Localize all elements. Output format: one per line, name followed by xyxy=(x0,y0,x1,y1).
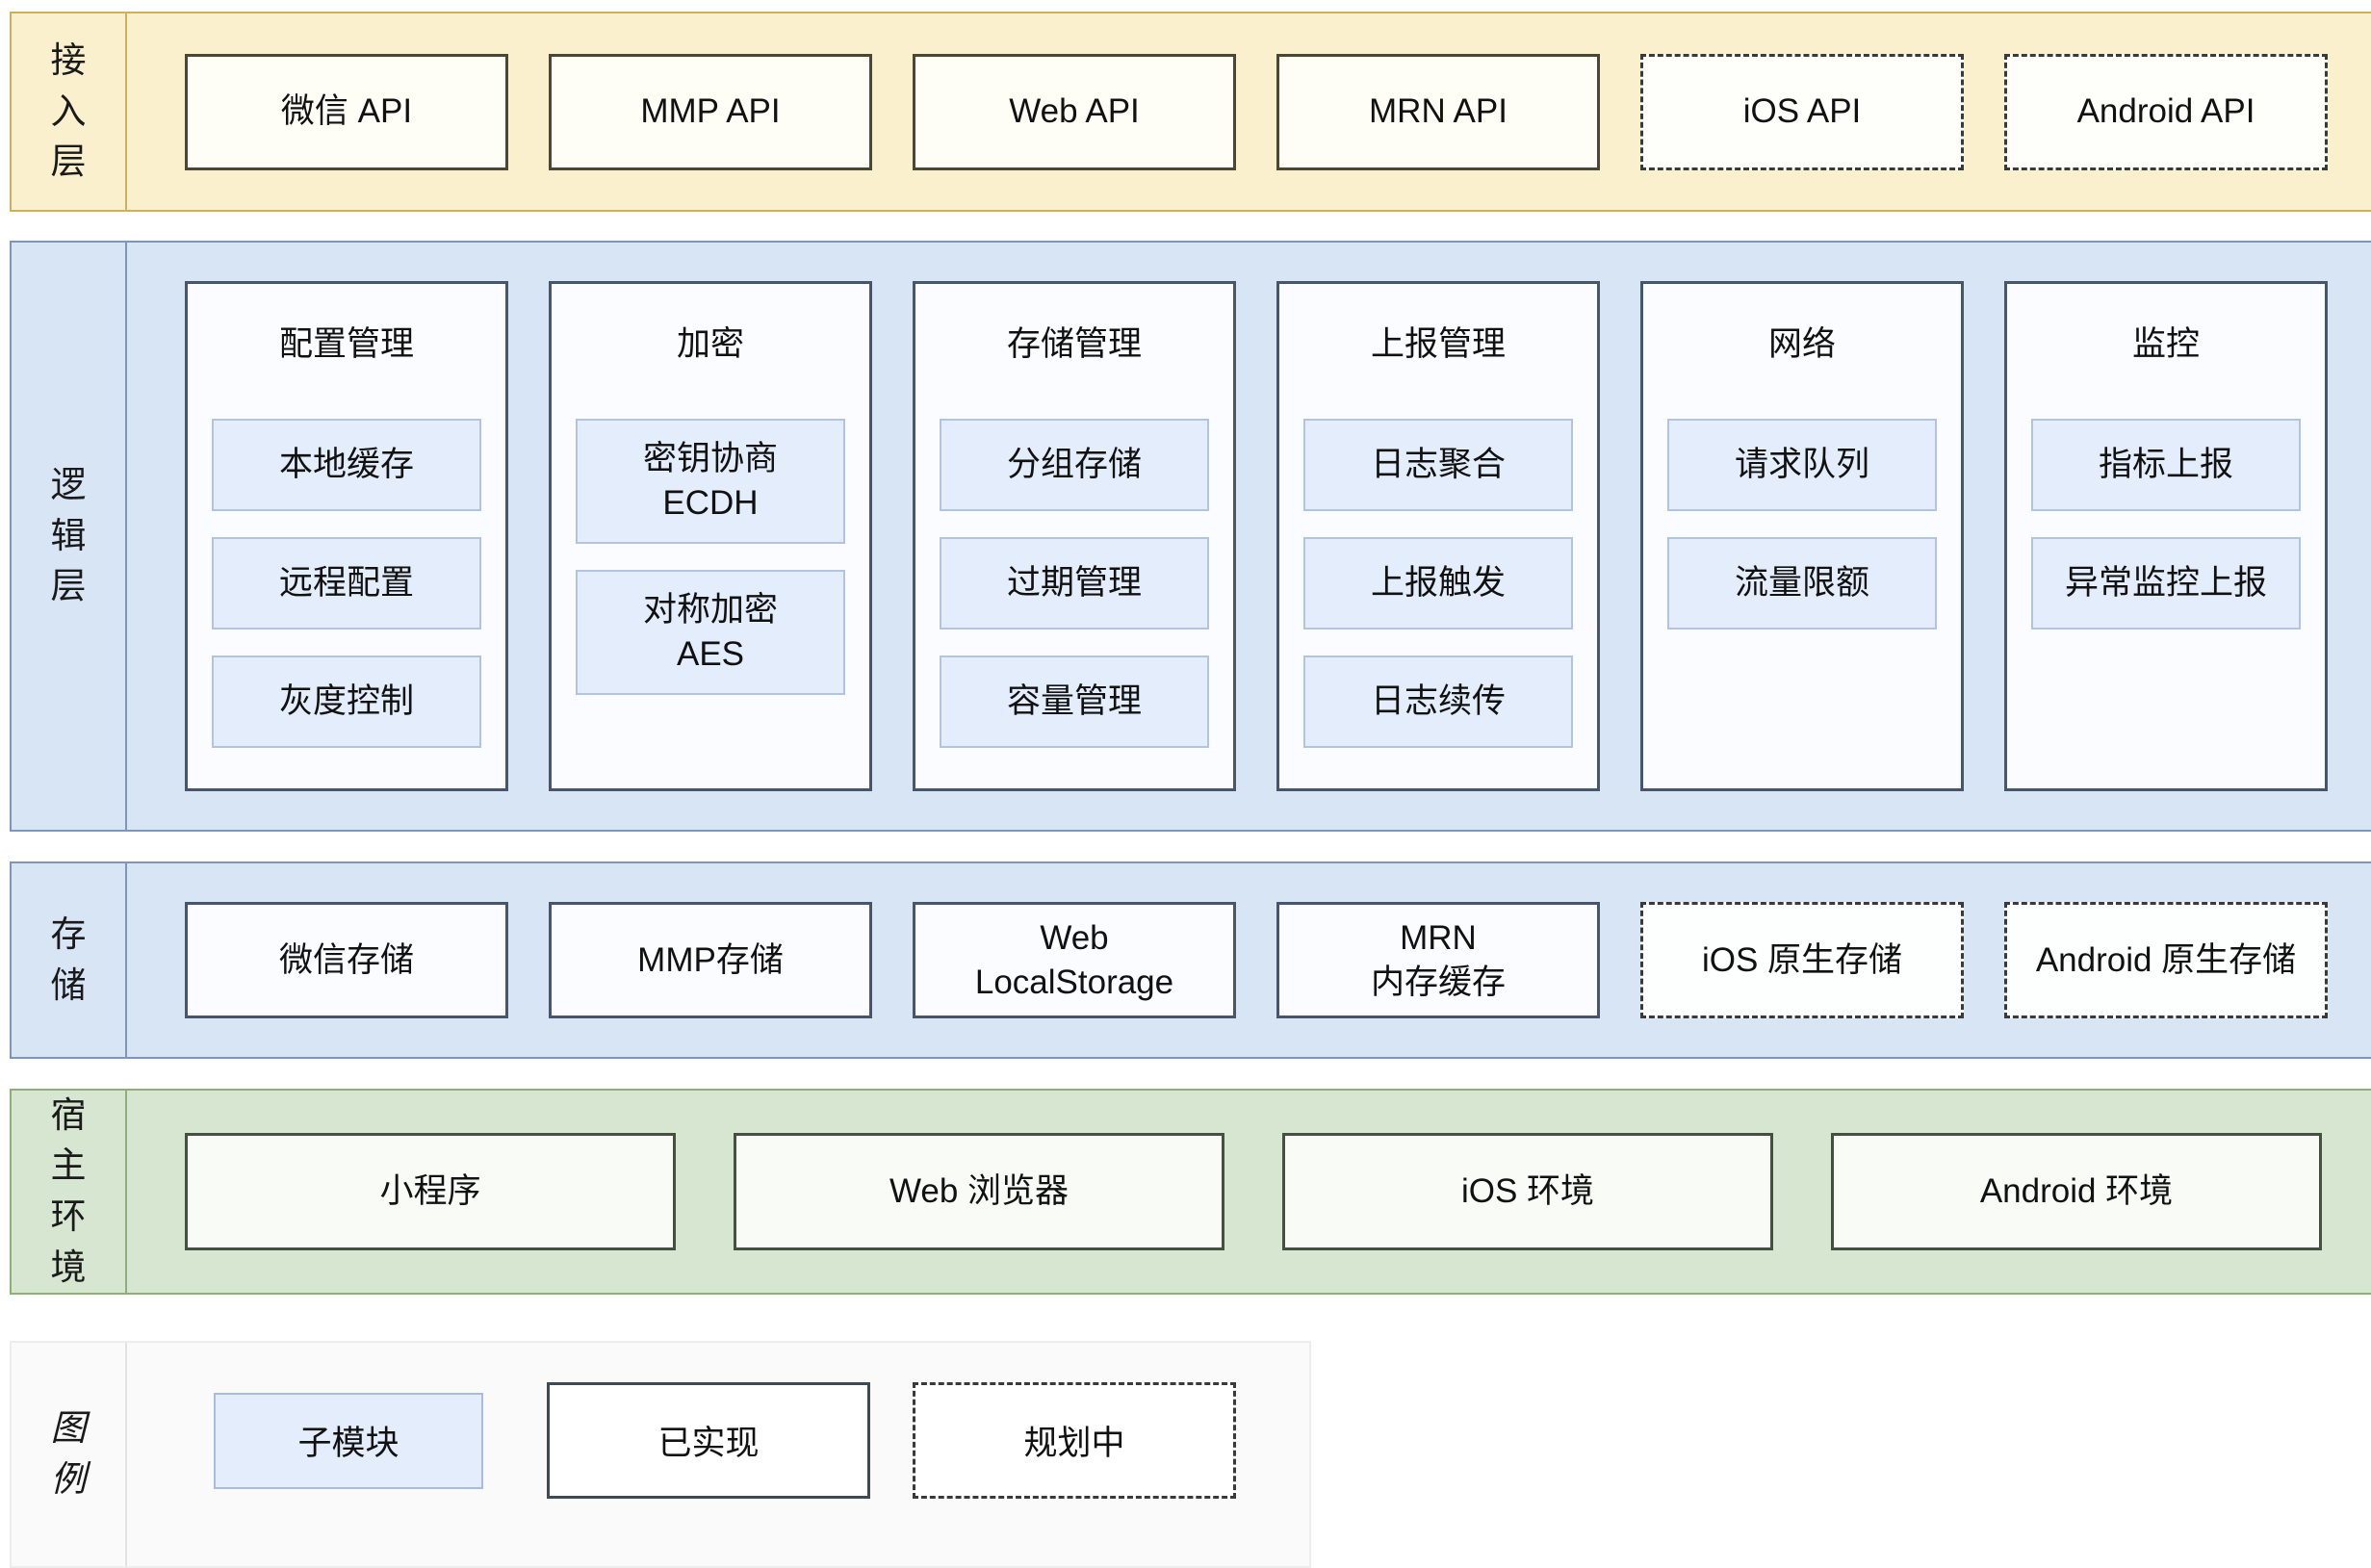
submodule-key-negotiation-ecdh: 密钥协商 ECDH xyxy=(576,419,845,544)
submodule-report-trigger: 上报触发 xyxy=(1303,537,1573,630)
access-layer-label: 接入层 xyxy=(12,13,127,210)
submodule-group-storage: 分组存储 xyxy=(940,419,1209,511)
logic-layer-band: 逻辑层 配置管理 本地缓存 远程配置 灰度控制 加密 密钥协商 ECDH 对称加… xyxy=(10,241,2371,832)
submodule-symmetric-aes: 对称加密 AES xyxy=(576,570,845,695)
logic-column-config: 配置管理 本地缓存 远程配置 灰度控制 xyxy=(185,281,508,791)
logic-layer-label: 逻辑层 xyxy=(12,243,127,830)
column-title: 存储管理 xyxy=(1006,325,1142,363)
storage-box-ios-native-planned: iOS 原生存储 xyxy=(1640,902,1964,1018)
column-title: 监控 xyxy=(2131,325,2200,363)
host-box-ios-env: iOS 环境 xyxy=(1282,1133,1773,1250)
column-title: 上报管理 xyxy=(1370,325,1506,363)
legend-band: 图例 子模块 已实现 规划中 xyxy=(10,1341,1311,1568)
submodule-traffic-quota: 流量限额 xyxy=(1667,537,1937,630)
api-box-android-planned: Android API xyxy=(2004,53,2328,170)
logic-column-encryption: 加密 密钥协商 ECDH 对称加密 AES xyxy=(549,281,872,791)
legend-item-implemented: 已实现 xyxy=(547,1382,870,1499)
column-title: 网络 xyxy=(1767,325,1836,363)
legend-item-submodule: 子模块 xyxy=(214,1392,483,1489)
access-layer-boxes: 微信 API MMP API Web API MRN API iOS API A… xyxy=(185,13,2328,210)
logic-column-network: 网络 请求队列 流量限额 xyxy=(1640,281,1964,791)
logic-column-report-mgmt: 上报管理 日志聚合 上报触发 日志续传 xyxy=(1276,281,1600,791)
legend-item-planned: 规划中 xyxy=(913,1382,1236,1499)
submodule-remote-config: 远程配置 xyxy=(212,537,481,630)
submodule-local-cache: 本地缓存 xyxy=(212,419,481,511)
api-box-web: Web API xyxy=(913,53,1236,170)
logic-column-monitoring: 监控 指标上报 异常监控上报 xyxy=(2004,281,2328,791)
column-title: 加密 xyxy=(676,325,744,363)
storage-box-mmp: MMP存储 xyxy=(549,902,872,1018)
host-box-android-env: Android 环境 xyxy=(1831,1133,2322,1250)
submodule-exception-monitor-report: 异常监控上报 xyxy=(2031,537,2301,630)
submodule-gray-control: 灰度控制 xyxy=(212,655,481,748)
host-box-miniprogram: 小程序 xyxy=(185,1133,676,1250)
submodule-request-queue: 请求队列 xyxy=(1667,419,1937,511)
legend-label: 图例 xyxy=(12,1343,127,1566)
submodule-log-aggregation: 日志聚合 xyxy=(1303,419,1573,511)
host-box-web-browser: Web 浏览器 xyxy=(734,1133,1224,1250)
submodule-metric-report: 指标上报 xyxy=(2031,419,2301,511)
storage-box-mrn-memory-cache: MRN 内存缓存 xyxy=(1276,902,1600,1018)
host-env-label: 宿主环境 xyxy=(12,1091,127,1293)
storage-box-wechat: 微信存储 xyxy=(185,902,508,1018)
legend-items: 子模块 已实现 规划中 xyxy=(185,1343,1236,1538)
api-box-mmp: MMP API xyxy=(549,53,872,170)
api-box-mrn: MRN API xyxy=(1276,53,1600,170)
host-env-boxes: 小程序 Web 浏览器 iOS 环境 Android 环境 xyxy=(185,1091,2322,1293)
submodule-log-resume: 日志续传 xyxy=(1303,655,1573,748)
api-box-wechat: 微信 API xyxy=(185,53,508,170)
storage-layer-boxes: 微信存储 MMP存储 Web LocalStorage MRN 内存缓存 iOS… xyxy=(185,863,2328,1057)
storage-box-web-localstorage: Web LocalStorage xyxy=(913,902,1236,1018)
submodule-expiry-mgmt: 过期管理 xyxy=(940,537,1209,630)
api-box-ios-planned: iOS API xyxy=(1640,53,1964,170)
storage-layer-band: 存储 微信存储 MMP存储 Web LocalStorage MRN 内存缓存 … xyxy=(10,861,2371,1059)
access-layer-band: 接入层 微信 API MMP API Web API MRN API iOS A… xyxy=(10,12,2371,212)
host-env-band: 宿主环境 小程序 Web 浏览器 iOS 环境 Android 环境 xyxy=(10,1089,2371,1295)
architecture-diagram: 接入层 微信 API MMP API Web API MRN API iOS A… xyxy=(10,12,2371,1568)
storage-layer-label: 存储 xyxy=(12,863,127,1057)
logic-column-storage-mgmt: 存储管理 分组存储 过期管理 容量管理 xyxy=(913,281,1236,791)
storage-box-android-native-planned: Android 原生存储 xyxy=(2004,902,2328,1018)
logic-layer-columns: 配置管理 本地缓存 远程配置 灰度控制 加密 密钥协商 ECDH 对称加密 AE… xyxy=(185,281,2328,791)
column-title: 配置管理 xyxy=(278,325,414,363)
submodule-capacity-mgmt: 容量管理 xyxy=(940,655,1209,748)
